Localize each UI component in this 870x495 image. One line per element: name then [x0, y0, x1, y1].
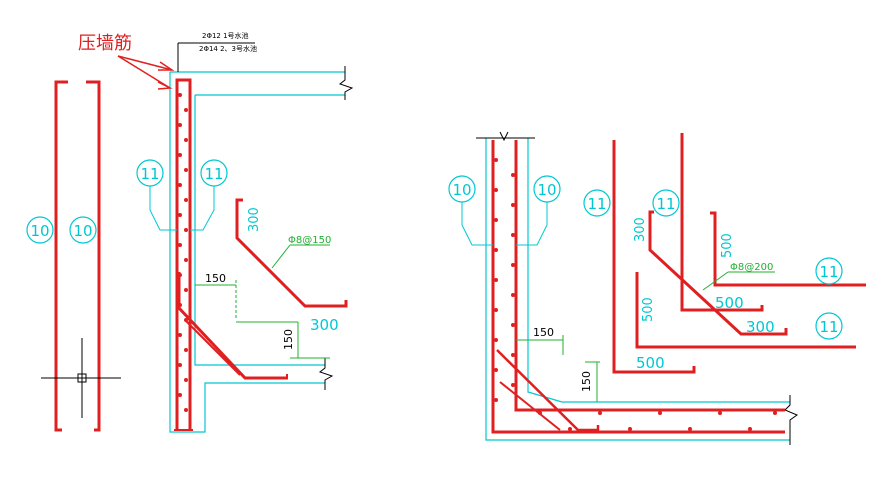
svg-text:11: 11	[204, 165, 223, 183]
detail-c-corner-joint: 10 10 150 150	[448, 131, 799, 445]
svg-text:300: 300	[746, 318, 775, 336]
detail-d-bar-shapes: 11 11 11 11 300 500 500 500 300 500 Φ8@2…	[583, 133, 866, 374]
svg-text:10: 10	[537, 181, 556, 199]
crosshair-cursor-icon	[41, 338, 121, 418]
svg-text:150: 150	[205, 272, 226, 285]
bubble-11-d2: 11	[815, 257, 843, 285]
svg-text:Φ8@200: Φ8@200	[730, 262, 773, 273]
svg-text:500: 500	[715, 294, 744, 312]
svg-text:2Φ14 2、3号水池: 2Φ14 2、3号水池	[199, 44, 257, 53]
bubble-10-left: 10	[26, 216, 54, 244]
svg-text:11: 11	[819, 318, 838, 336]
svg-text:150: 150	[580, 371, 593, 392]
detail-a-wall-section: 10 10	[26, 80, 121, 432]
detail-b-wall-slab-joint: 2Φ12 1号水池 2Φ14 2、3号水池 压墙筋 11 11 300 300 …	[78, 31, 354, 433]
svg-text:Φ8@150: Φ8@150	[288, 235, 331, 246]
svg-text:10: 10	[452, 181, 471, 199]
bubble-11-d1: 11	[583, 189, 611, 217]
svg-text:150: 150	[533, 326, 554, 339]
svg-text:11: 11	[656, 195, 675, 213]
svg-text:10: 10	[30, 222, 49, 240]
svg-text:10: 10	[73, 222, 92, 240]
svg-text:300: 300	[310, 316, 339, 334]
bubble-10-corner-right: 10	[516, 175, 561, 246]
svg-text:2Φ12 1号水池: 2Φ12 1号水池	[202, 31, 249, 40]
wall-press-bar-label: 压墙筋	[78, 33, 132, 54]
bubble-11-d4: 11	[652, 189, 680, 217]
svg-text:300: 300	[247, 207, 262, 232]
bubble-10-right: 10	[69, 216, 97, 244]
bubble-11-left: 11	[136, 159, 177, 231]
svg-text:11: 11	[819, 263, 838, 281]
svg-text:500: 500	[636, 354, 665, 372]
svg-text:11: 11	[140, 165, 159, 183]
svg-text:500: 500	[641, 297, 656, 322]
svg-text:300: 300	[633, 217, 648, 242]
bubble-11-d3: 11	[815, 312, 843, 340]
svg-text:500: 500	[720, 233, 735, 258]
bubble-11-right: 11	[190, 159, 228, 231]
bubble-10-corner-left: 10	[448, 175, 493, 246]
svg-text:150: 150	[282, 329, 295, 350]
arrow-icon	[117, 55, 175, 90]
svg-text:11: 11	[587, 195, 606, 213]
